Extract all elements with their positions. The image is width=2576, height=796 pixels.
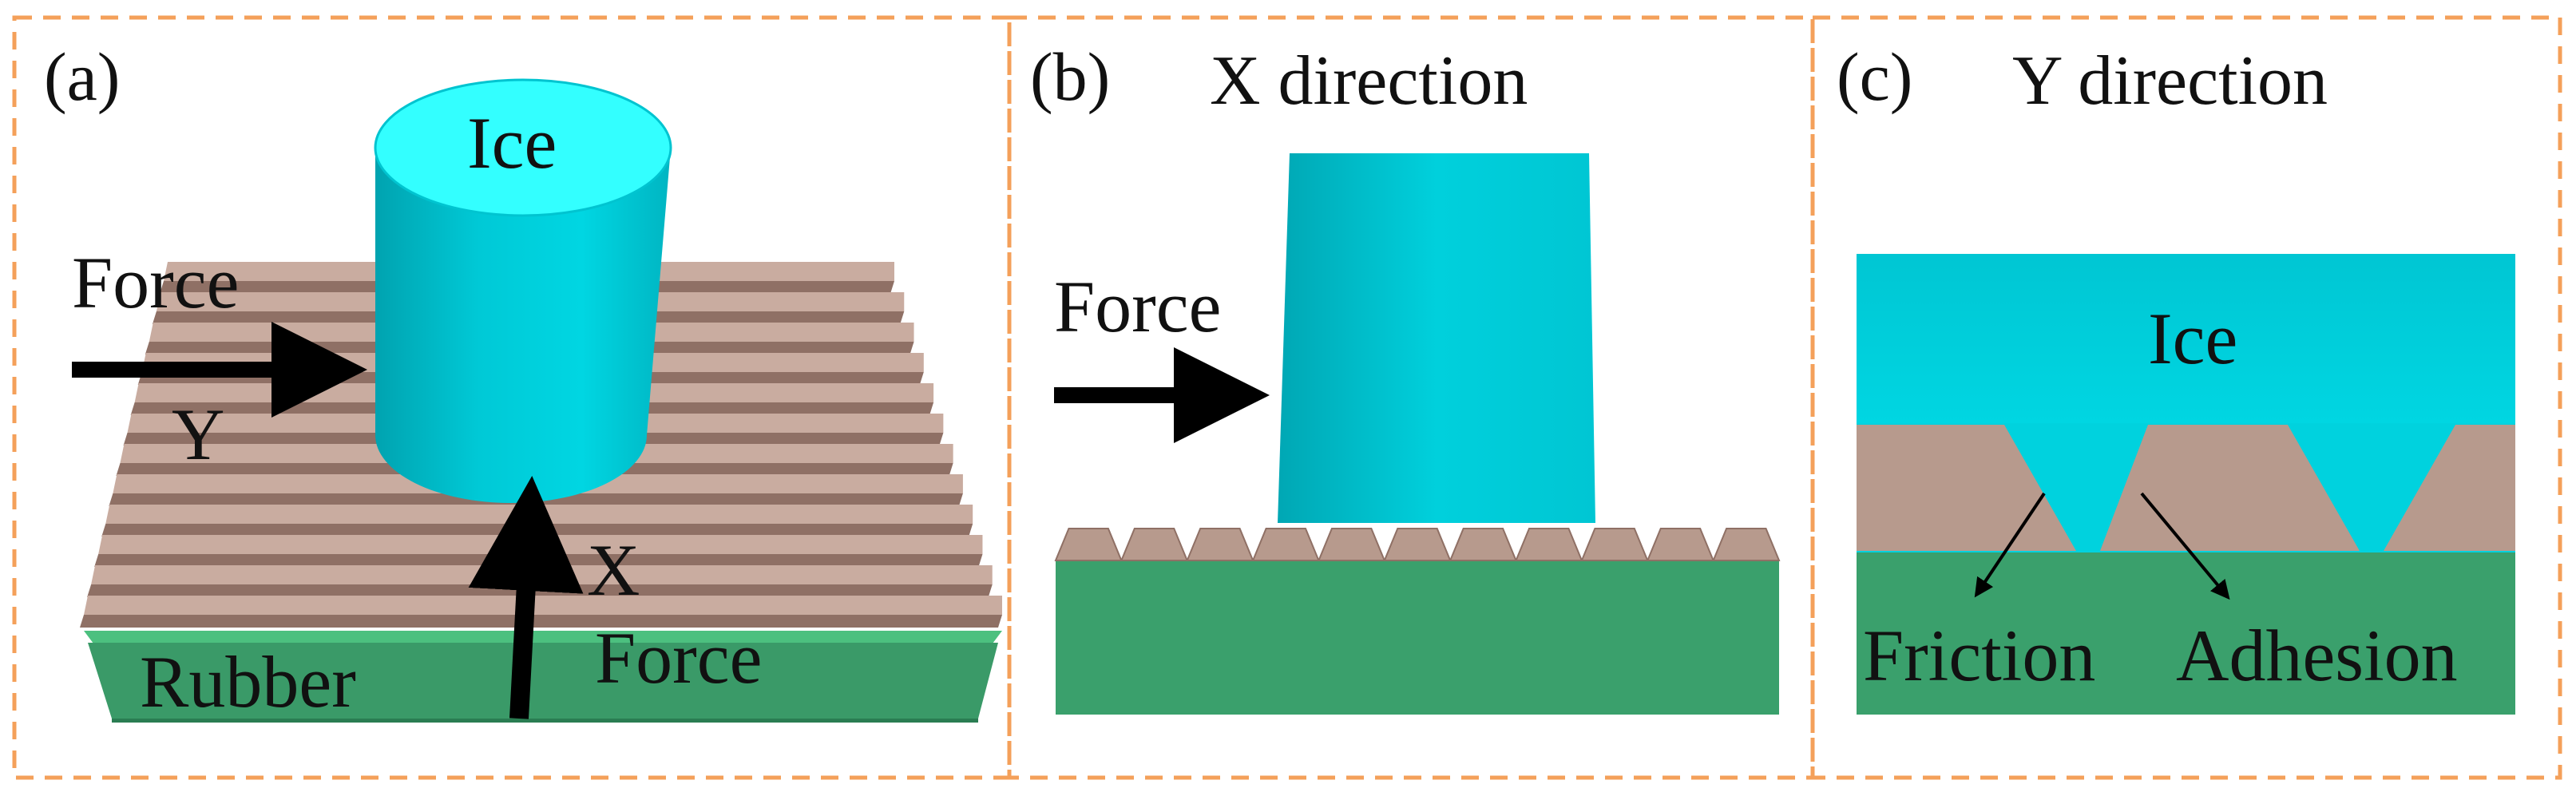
ice-block-c xyxy=(1857,254,2515,425)
rubber-label: Rubber xyxy=(140,641,356,723)
ridge-top xyxy=(91,565,993,584)
y-axis-label: Y xyxy=(172,394,224,475)
ridge-profile xyxy=(1317,528,1386,561)
rubber-block-c xyxy=(1857,551,2515,715)
rubber-base-shadow xyxy=(112,719,978,723)
panel-c-letter: (c) xyxy=(1837,38,1912,115)
ridge-profile xyxy=(1712,528,1781,561)
friction-label: Friction xyxy=(1863,615,2095,696)
panel-b-letter: (b) xyxy=(1030,38,1110,115)
panel-a-border xyxy=(12,15,1012,780)
ridge-profile xyxy=(1515,528,1583,561)
force-label-left: Force xyxy=(72,242,239,323)
adhesion-arrow xyxy=(2140,492,2230,600)
x-axis-label: X xyxy=(587,529,640,611)
force-label-bottom: Force xyxy=(595,617,762,699)
rubber-base-front xyxy=(88,643,998,719)
rubber-block-b xyxy=(1056,559,1779,715)
ice-label-a: Ice xyxy=(467,102,557,184)
ice-cylinder xyxy=(374,78,672,503)
force-label-b: Force xyxy=(1054,266,1221,347)
ridges-profile xyxy=(1054,528,1781,561)
ridge-profile xyxy=(1646,528,1715,561)
ridge-profile xyxy=(1580,528,1649,561)
ice-label-c: Ice xyxy=(2148,298,2237,379)
panel-b-title: X direction xyxy=(1210,42,1528,120)
ridge-side xyxy=(80,615,1002,628)
panel-b-border xyxy=(1007,15,1815,780)
ridge-profile xyxy=(1120,528,1189,561)
panel-c: (c) Y direction Ice Friction Adhesion xyxy=(1837,38,2515,715)
friction-arrow xyxy=(1974,492,2046,598)
ridge-profile xyxy=(1383,528,1452,561)
ridge-top xyxy=(84,596,1002,615)
ridge-c-1 xyxy=(1857,425,2076,551)
ridge-c-3 xyxy=(2384,425,2515,551)
panel-c-border xyxy=(1810,15,2562,780)
ridge-profile xyxy=(1186,528,1254,561)
force-arrow-vertical xyxy=(468,476,584,719)
ridge-profile xyxy=(1251,528,1320,561)
panel-a-letter: (a) xyxy=(44,38,120,115)
panel-b: (b) X direction Force xyxy=(1030,38,1781,715)
ridge-side xyxy=(87,584,993,597)
panel-c-title: Y direction xyxy=(2012,42,2328,120)
panel-a: (a) Ice Force Y X Force Rubber xyxy=(44,38,1002,723)
ice-block-b xyxy=(1278,153,1595,523)
panel-borders xyxy=(12,15,2562,780)
ridge-top xyxy=(98,535,983,554)
ridge-side xyxy=(94,554,983,567)
adhesion-label: Adhesion xyxy=(2176,615,2458,696)
ridge-profile xyxy=(1054,528,1123,561)
ridge-profile xyxy=(1449,528,1518,561)
